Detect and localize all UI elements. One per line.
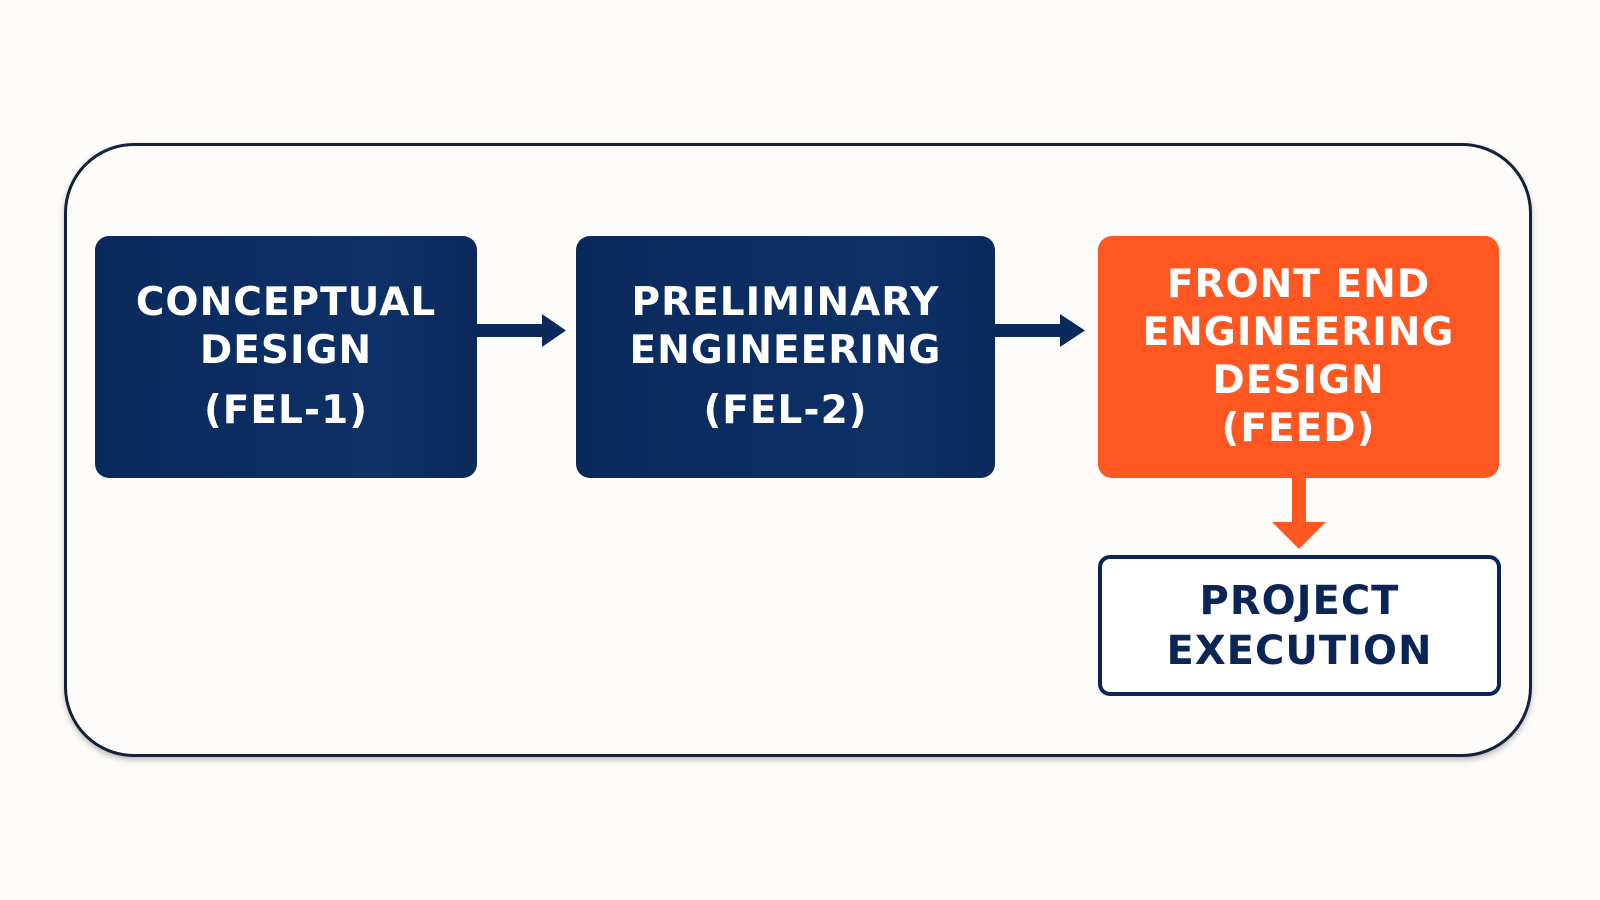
stage-code: (FEL-2) [703, 388, 868, 433]
stage-preliminary-engineering: PRELIMINARY ENGINEERING (FEL-2) [576, 236, 995, 478]
stage-name: CONCEPTUAL DESIGN [135, 280, 437, 373]
stage-name: PROJECT EXECUTION [1166, 577, 1433, 674]
stage-code: (FEL-1) [203, 388, 369, 433]
stage-project-execution: PROJECT EXECUTION [1098, 555, 1501, 696]
stage-front-end-engineering-design: FRONT END ENGINEERING DESIGN (FEED) [1098, 236, 1499, 478]
stage-code: (FEED) [1221, 406, 1376, 451]
stage-conceptual-design: CONCEPTUAL DESIGN (FEL-1) [95, 236, 477, 478]
stage-name: FRONT END ENGINEERING DESIGN [1142, 262, 1455, 403]
stage-name: PRELIMINARY ENGINEERING [629, 280, 942, 373]
